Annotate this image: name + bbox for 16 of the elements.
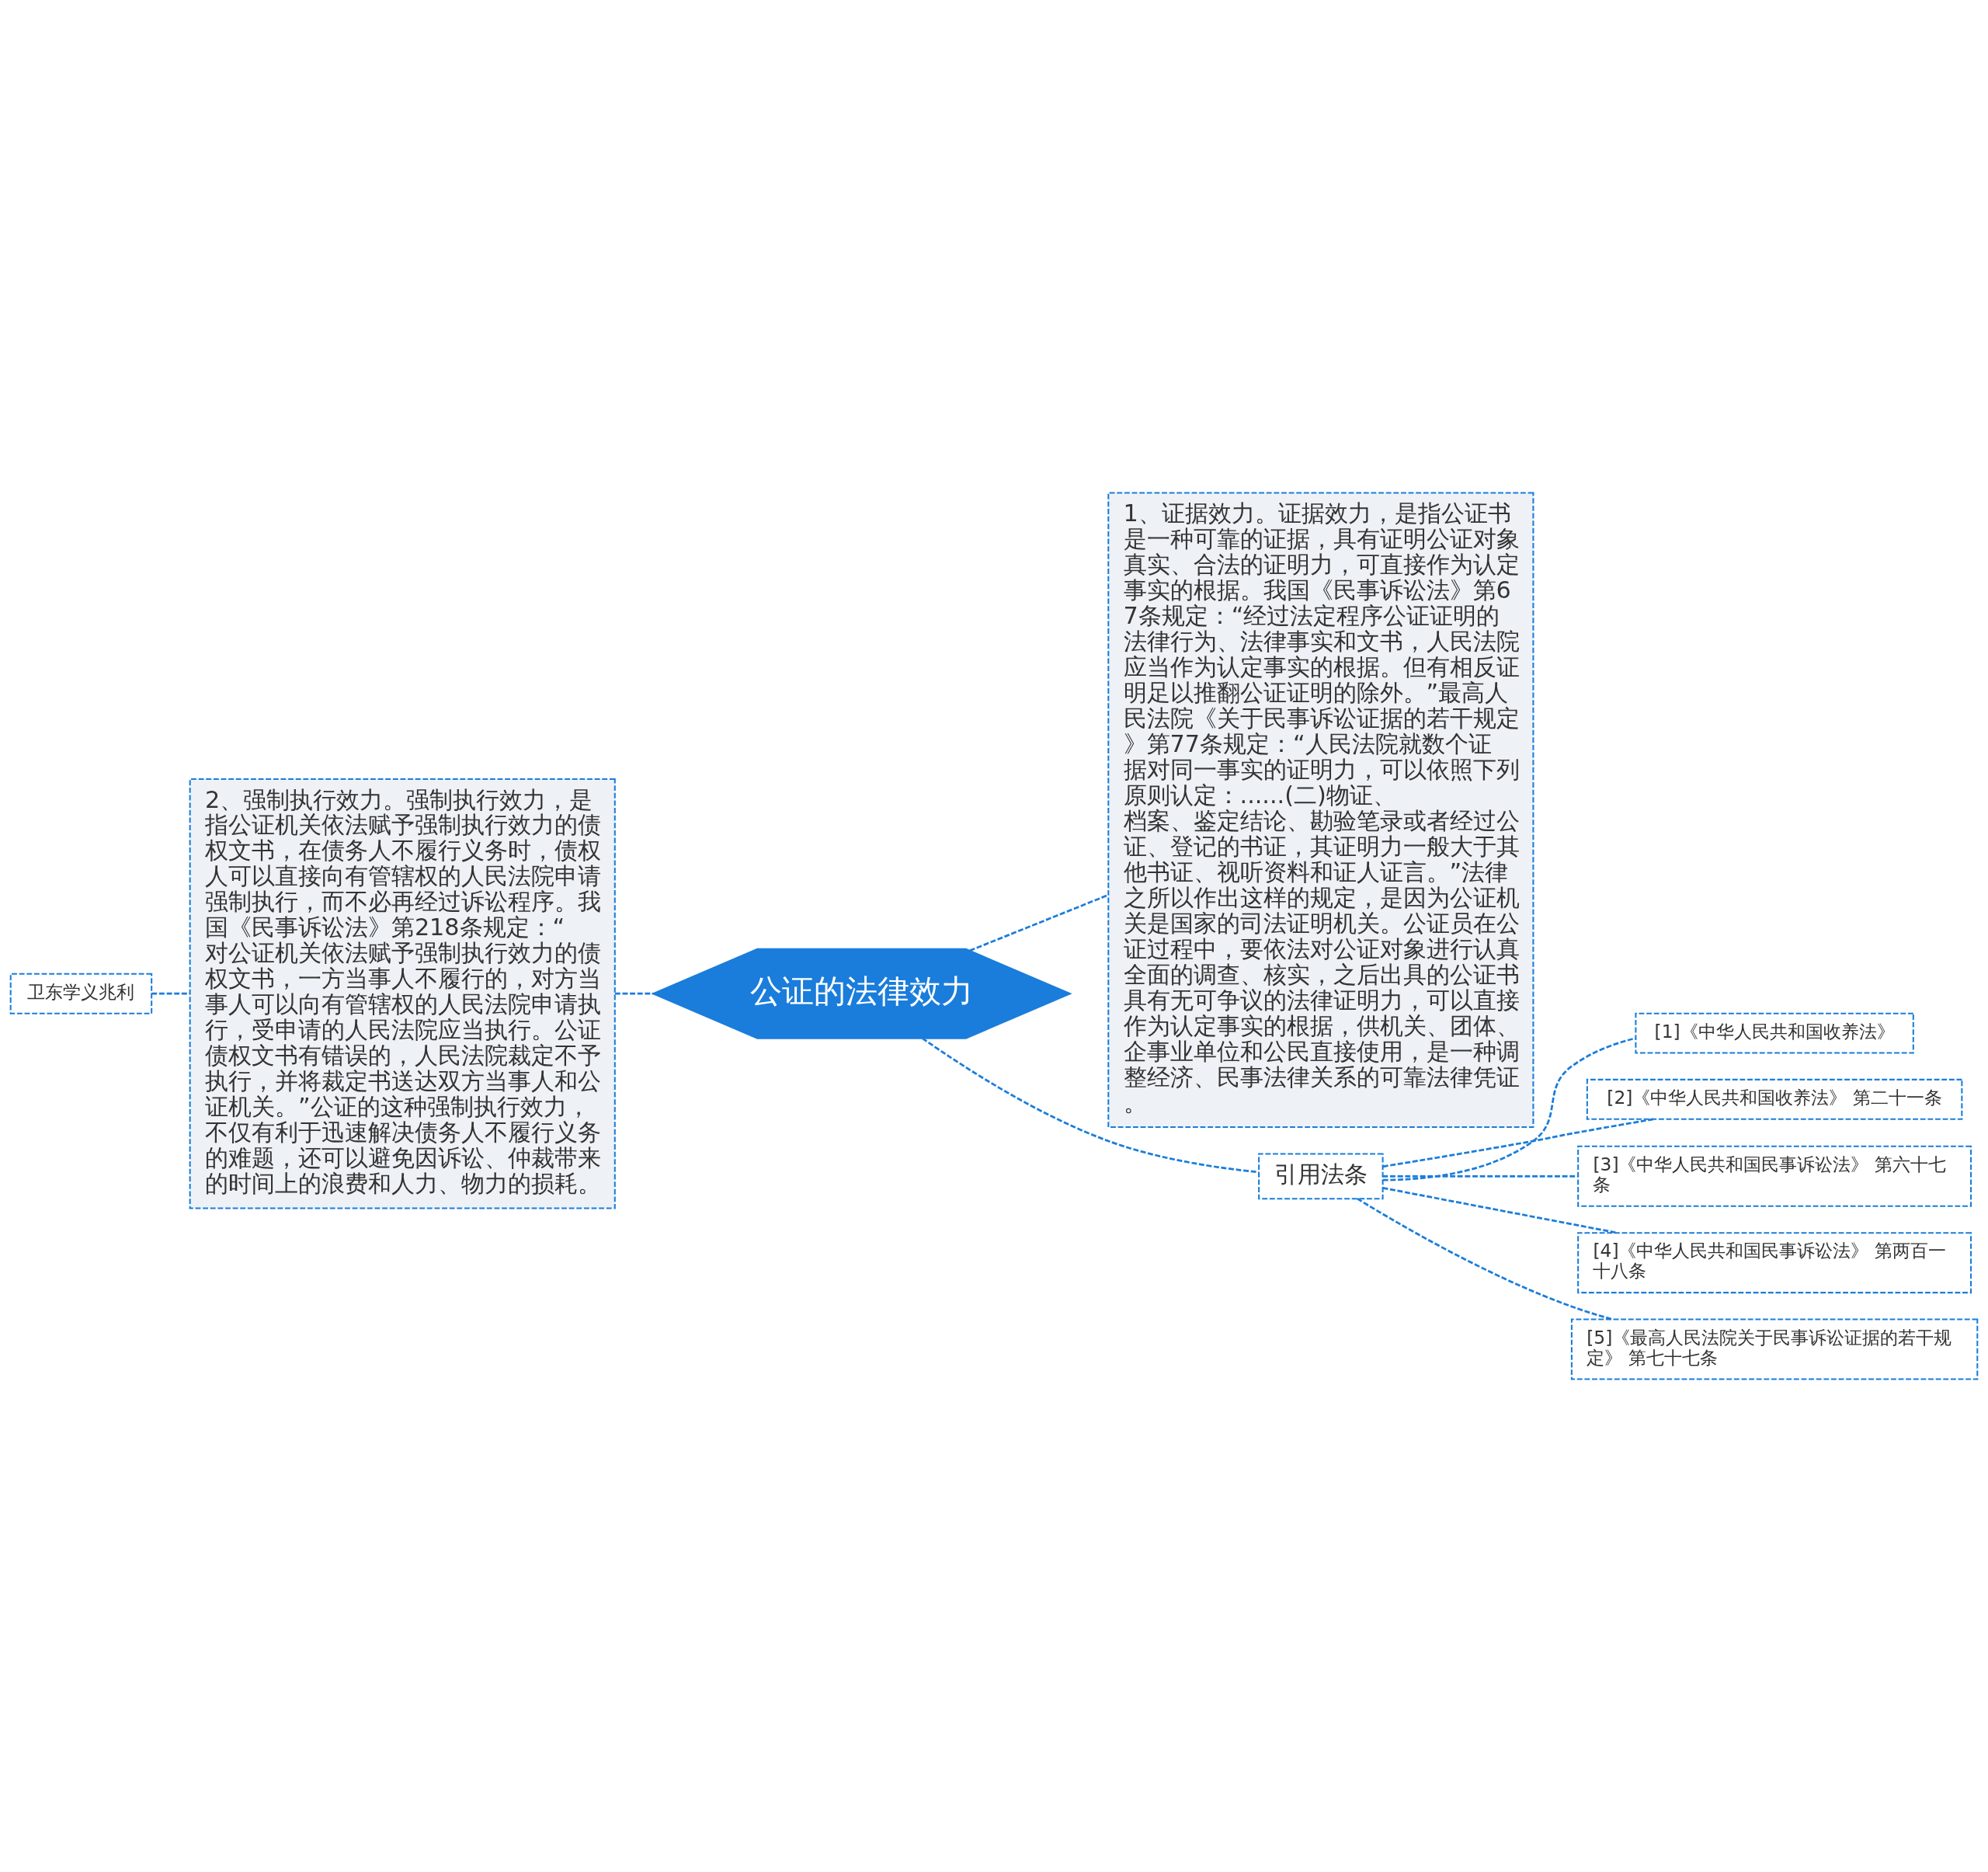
node-box: 引用法条 [1258,1153,1384,1200]
connector [969,894,1109,952]
connector [1382,1118,1654,1168]
connector [922,1037,1259,1174]
node-box: 2、强制执行效力。强制执行效力，是指公证机关依法赋予强制执行效力的债权文书，在债务人不履行义务时，债权人可以直接向有管辖权的人民法院申请强制执行，而不必再经过诉讼程序。我国《民事诉讼法》第218条规定：“对公证机关依法赋予强制执行效力的债权文书，一方当事人不履行的，对方当事人可以向有管辖权的人民法院申请执行，受申请的人民法院应当执行。公证债权文书有错误的，人民法院裁定不予执行，并将裁定书送达双方当事人和公证机关。”公证的这种强制执行效力，不仅有利于迅速解决债务人不履行义务的难题，还可以避免因诉讼、仲裁带来的时间上的浪费和人力、物力的损耗。 [189,778,616,1209]
connector [1382,1037,1636,1181]
connector [1382,1174,1578,1178]
node-box: [4]《中华人民共和国民事诉讼法》 第两百一十八条 [1577,1232,1972,1294]
node-box: [2]《中华人民共和国收养法》 第二十一条 [1586,1078,1963,1120]
node-box: 1、证据效力。证据效力，是指公证书是一种可靠的证据，具有证明公证对象真实、合法的证明力，可直接作为认定事实的根据。我国《民事诉讼法》第67条规定：“经过法定程序公证证明的法律行为、法律事实和文书，人民法院应当作为认定事实的根据。但有相反证明足以推翻公证证明的除外。”最高人民法院《关于民事诉讼证据的若干规定》第77条规定：“人民法院就数个证据对同一事实的证明力，可以依照下列原则认定：......(二)物证、档案、鉴定结论、勘验笔录或者经过公证、登记的书证，其证明力一般大于其他书证、视听资料和证人证言。”法律之所以作出这样的规定，是因为公证机关是国家的司法证明机关。公证员在公证过程中，要依法对公证对象进行认真全面的调查、核实，之后出具的公证书具有无可争议的法律证明力，可以直接作为认定事实的根据，供机关、团体、企事业单位和公民直接使用，是一种调整经济、民事法律关系的可靠法律凭证。 [1107,492,1534,1129]
node-box: 卫东学义兆利 [9,973,153,1014]
connector [1382,1186,1618,1234]
connector [614,992,654,995]
node-box: [5]《最高人民法院关于民事诉讼证据的若干规定》 第七十七条 [1570,1318,1979,1380]
node-box: [1]《中华人民共和国收养法》 [1635,1012,1914,1054]
node-box: [3]《中华人民共和国民事诉讼法》 第六十七条 [1577,1145,1972,1207]
